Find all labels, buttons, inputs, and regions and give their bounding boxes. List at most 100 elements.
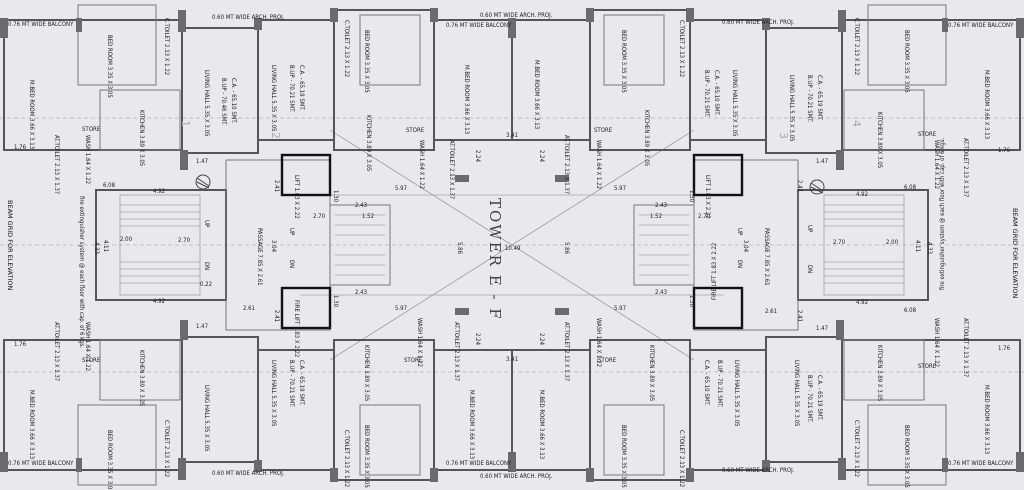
room-label-kitchen: KITCHEN 3.89 X 3.05 — [648, 345, 655, 401]
dim-label: 5.97 — [395, 305, 407, 312]
structural-columns — [0, 8, 1024, 482]
dimension-labels: 3.41 3.41 5.97 5.97 5.97 5.97 10.49 5.86… — [14, 132, 1011, 363]
room-label-attoilet: AT.TOILET 2.13 X 1.37 — [563, 135, 570, 194]
room-label-bed: BED ROOM 3.35 X 3.05 — [363, 30, 370, 93]
flat-number: 3 — [777, 132, 790, 139]
stair-up-label: UP — [806, 225, 813, 233]
room-label-store: STORE — [82, 126, 101, 133]
dim-label: 4.92 — [153, 188, 165, 195]
dim-label: 2.24 — [538, 333, 545, 346]
room-label-kitchen: KITCHEN 3.89 X 3.05 — [138, 350, 145, 406]
dim-label: 2.43 — [355, 202, 367, 209]
room-label-living: LIVING HALL 5.35 X 3.05 — [203, 385, 210, 451]
dim-label: 5.97 — [614, 305, 626, 312]
room-label-area-b: B.UP - 70.21 SMT. — [806, 75, 813, 123]
dim-label: 2.24 — [474, 333, 481, 346]
dim-label: 1.47 — [196, 158, 208, 165]
walls — [3, 4, 1021, 486]
dim-label: 2.41 — [273, 180, 280, 192]
dim-label: 2.24 — [538, 150, 545, 163]
dim-label: 4.92 — [856, 299, 868, 306]
room-label-mbed: M.BED ROOM 3.66 X 3.13 — [28, 390, 35, 459]
dim-label: 1.52 — [650, 213, 662, 220]
dim-label: 1.30 — [332, 295, 339, 308]
dim-label: 4.33 — [926, 242, 933, 254]
dim-label: 1.30 — [688, 295, 695, 308]
room-label-area-b: B.UP - 70.21 SMT. — [806, 375, 813, 423]
room-label-living: LIVING HALL 5.35 X 3.05 — [270, 65, 277, 131]
dim-label: 1.76 — [998, 147, 1011, 154]
balcony-label: 0.76 MT WIDE BALCONY — [446, 460, 512, 467]
dim-label: 5.86 — [456, 242, 463, 255]
room-label-living: LIVING HALL 5.35 X 3.05 — [203, 70, 210, 136]
dim-label: 2.61 — [243, 305, 255, 312]
dim-label: 2.24 — [474, 150, 481, 163]
room-label-ctoilet: C.TOILET 2.13 X 1.22 — [853, 420, 860, 477]
dim-label: 3.41 — [506, 132, 518, 139]
dim-label: 6.08 — [904, 307, 917, 314]
room-label-area-b: B.UP - 70.21 SMT. — [288, 360, 295, 408]
dim-label: 1.76 — [14, 341, 27, 348]
room-label-mbed: M.BED ROOM 3.66 X 3.13 — [468, 390, 475, 459]
room-label-ctoilet: C.TOILET 2.13 X 1.22 — [163, 420, 170, 477]
dim-label: 6.08 — [904, 184, 917, 191]
balcony-label: 0.76 MT WIDE BALCONY — [948, 460, 1014, 467]
room-label-kitchen: KITCHEN 3.89 X 3.05 — [365, 115, 372, 171]
dim-label: 5.97 — [395, 185, 407, 192]
dim-label: 2.41 — [796, 310, 803, 322]
room-label-store: STORE — [598, 357, 617, 364]
room-label-bed: BED ROOM 3.35 X 3.05 — [363, 425, 370, 488]
dim-label: 5.86 — [563, 242, 570, 255]
flat-number: 1 — [179, 120, 192, 127]
room-label-kitchen: KITCHEN 3.89 X 3.05 — [363, 345, 370, 401]
proj-label-bottom-left: 0.60 MT WIDE ARCH. PROJ. — [212, 470, 285, 477]
room-label-living: LIVING HALL 5.35 X 3.05 — [270, 360, 277, 426]
room-label-attoilet: AT.TOILET 2.13 X 1.37 — [53, 135, 60, 194]
stair-dn-label: DN — [288, 260, 295, 268]
dim-label: 1.76 — [998, 345, 1011, 352]
room-label-area-c: C.A. - 65.10 SMT. — [713, 70, 720, 116]
room-label-bed: BED ROOM 3.35 X 3.05 — [620, 30, 627, 93]
dim-label: 2.61 — [765, 308, 777, 315]
room-label-kitchen: KITCHEN 3.89 X 3.05 — [138, 110, 145, 166]
room-label-kitchen: KITCHEN 3.89 X 3.05 — [876, 345, 883, 401]
flat-number: 2 — [269, 132, 282, 139]
dim-label: 2.43 — [355, 289, 367, 296]
tower-title: TOWER E - F — [486, 198, 504, 321]
room-label-wash: WASH 1.64 X 1.22 — [595, 318, 602, 367]
dim-label: 1.30 — [688, 190, 695, 203]
room-label-bed: BED ROOM 3.35 X 3.05 — [106, 35, 113, 98]
dim-label: 2.43 — [655, 202, 667, 209]
room-label-wash: WASH 1.64 X 1.22 — [933, 140, 940, 189]
dim-label: 2.70 — [313, 213, 326, 220]
dim-label: 10.49 — [505, 245, 521, 252]
room-label-ctoilet: C.TOILET 2.13 X 1.22 — [678, 20, 685, 77]
proj-label-top-right: 0.60 MT WIDE ARCH. PROJ. — [722, 19, 795, 26]
room-label-mbed: M.BED ROOM 3.66 X 3.13 — [538, 390, 545, 459]
room-label-area-a: C.A. - 65.19 SMT. — [298, 65, 305, 111]
dim-label: 1.30 — [332, 190, 339, 203]
room-label-attoilet: AT.TOILET 2.13 X 1.37 — [962, 318, 969, 377]
stair-dn-label: DN — [203, 262, 210, 270]
room-label-area-a: C.A. - 65.19 SMT. — [816, 375, 823, 421]
flat-number: 4 — [850, 120, 863, 127]
room-label-wash: WASH 1.64 X 1.22 — [933, 318, 940, 367]
fire-note-right: fire extinguisher system @ each floor wi… — [939, 137, 946, 290]
dim-label: 4.92 — [153, 298, 165, 305]
room-label-lift: LIFT 1.83 X 2.22 — [293, 175, 300, 219]
room-label-area-b: B.UP - 70.21 SMT. — [703, 70, 710, 118]
balcony-label: 0.76 MT WIDE BALCONY — [948, 22, 1014, 29]
dim-label: 6.08 — [103, 182, 116, 189]
dim-label: 1.52 — [362, 213, 374, 220]
room-label-mbed: M.BED ROOM 3.66 X 3.13 — [533, 60, 540, 129]
room-label-store: STORE — [594, 127, 613, 134]
flat-numbers: 1 2 3 4 — [179, 120, 863, 139]
dim-label: 3.04 — [270, 240, 277, 253]
room-label-store: STORE — [918, 363, 937, 370]
dim-label: 4.11 — [102, 240, 109, 252]
room-label-attoilet: AT.TOILET 2.13 X 1.37 — [962, 138, 969, 197]
dim-label: 2.41 — [273, 310, 280, 322]
room-label-attoilet: AT.TOILET 2.13 X 1.37 — [53, 322, 60, 381]
room-label-wash: WASH 1.64 X 1.22 — [418, 140, 425, 189]
room-label-area-c: C.A. - 65.10 SMT. — [230, 78, 237, 124]
